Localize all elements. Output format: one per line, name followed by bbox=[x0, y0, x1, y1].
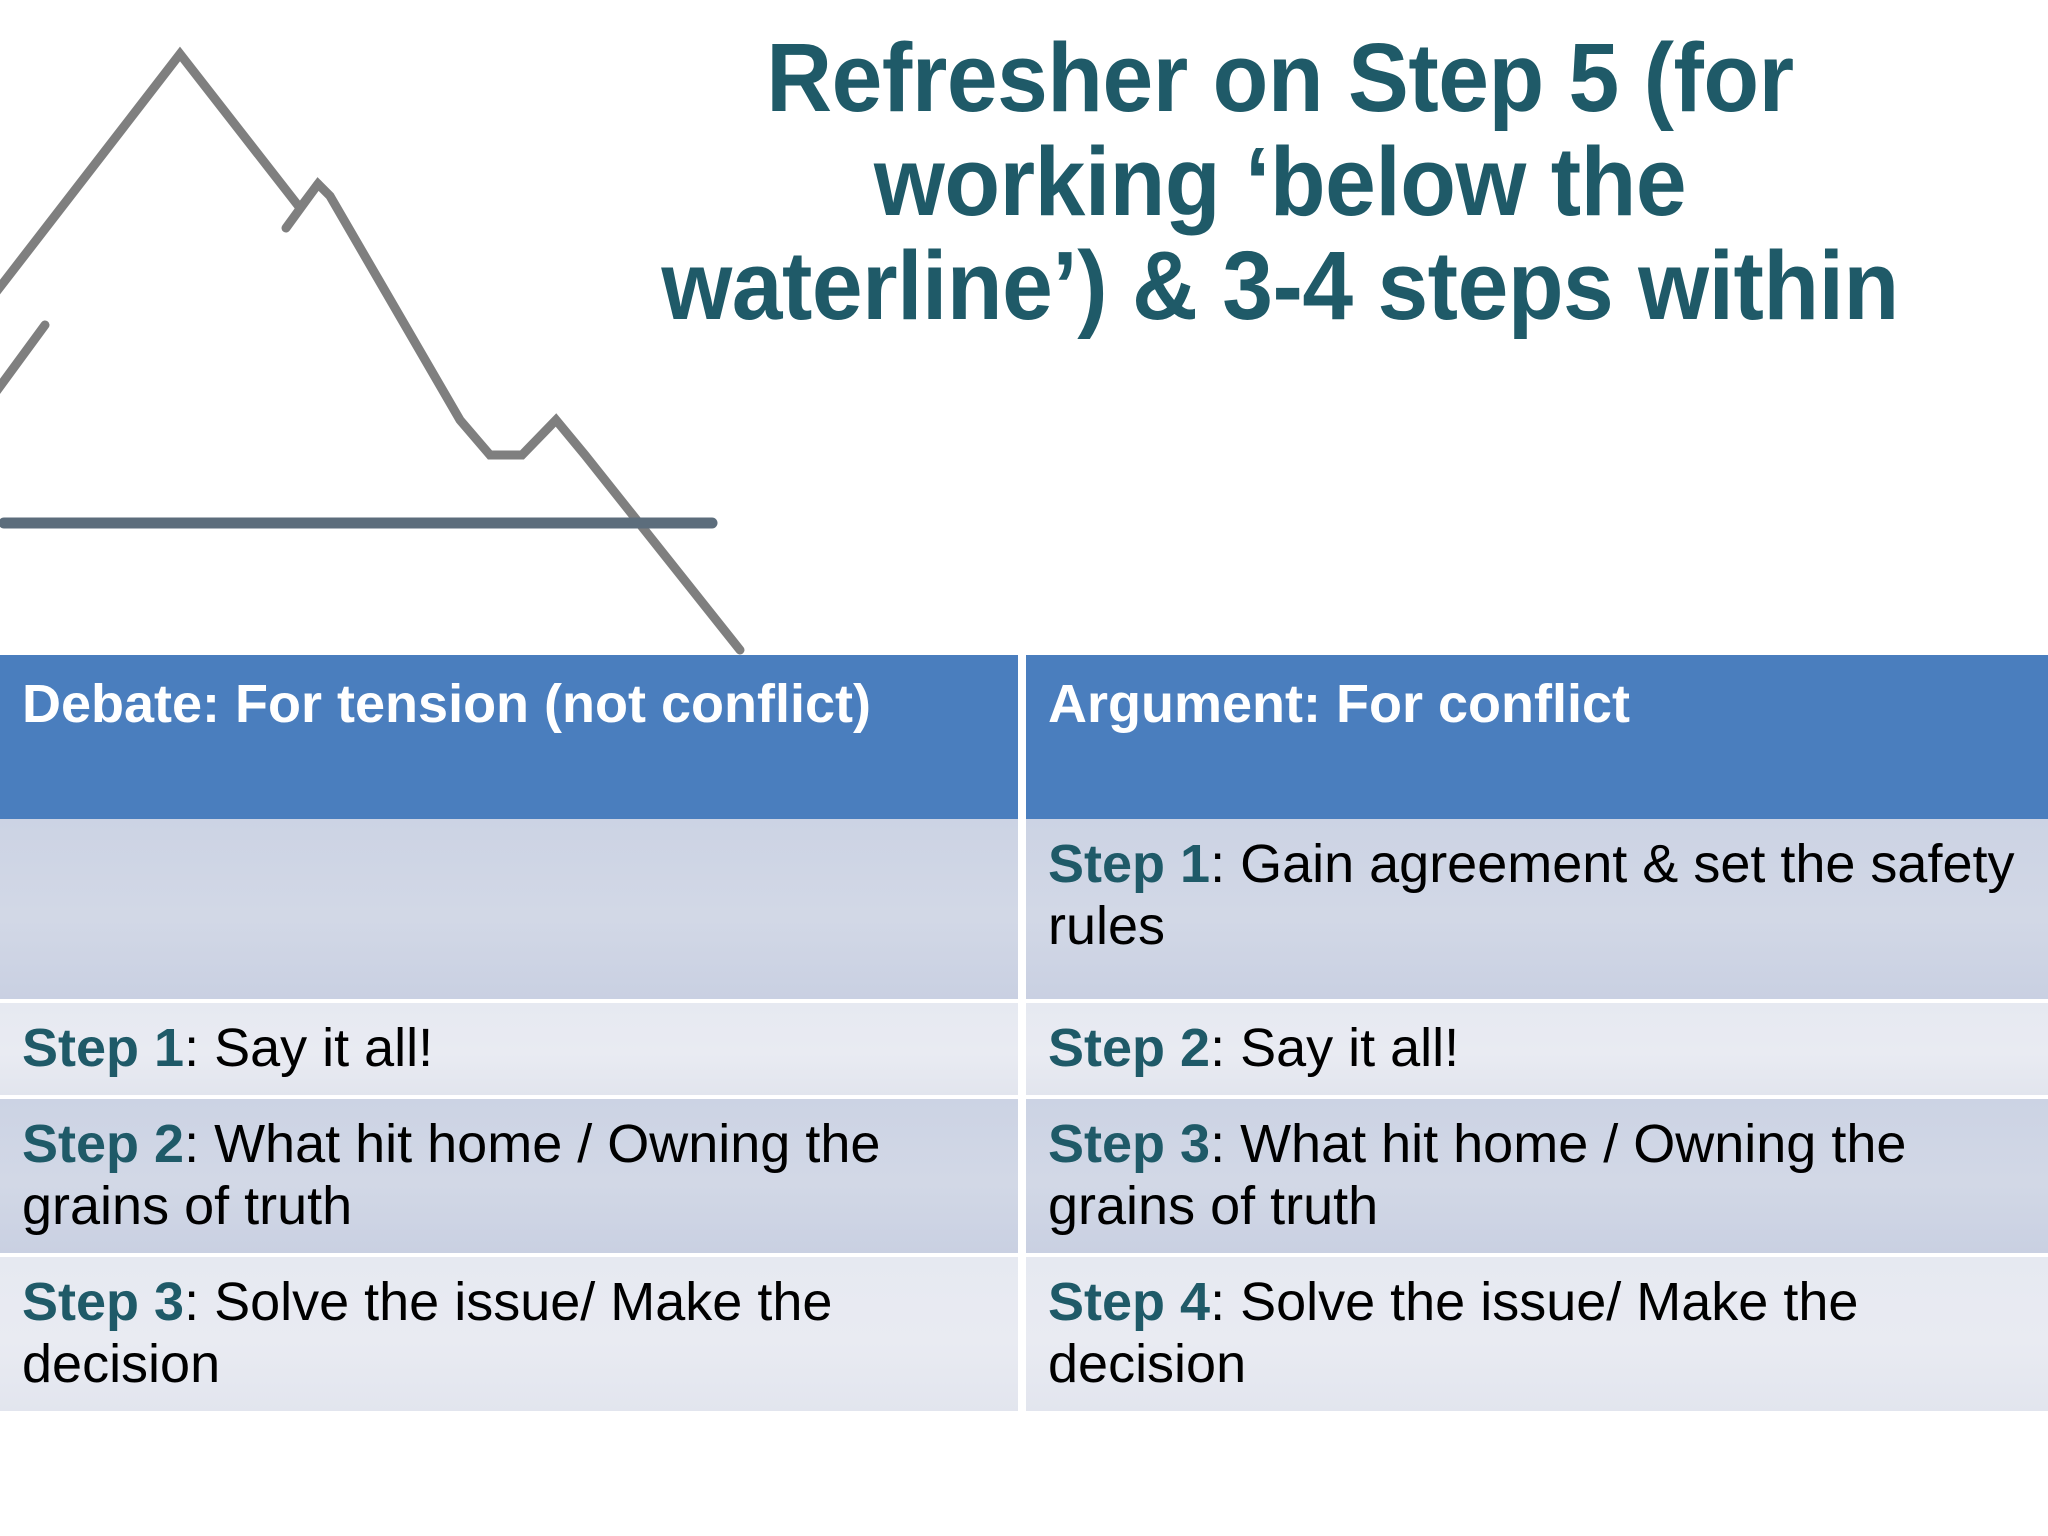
step-label: Step 4 bbox=[1048, 1272, 1211, 1333]
step-label: Step 1 bbox=[1048, 834, 1211, 894]
mountain-notch-icon bbox=[281, 179, 323, 233]
column-divider bbox=[1018, 819, 1026, 1003]
step-label: Step 3 bbox=[1048, 1114, 1211, 1175]
mountain-outline-icon bbox=[0, 46, 745, 655]
step-label: Step 2 bbox=[22, 1114, 185, 1175]
table-row: Step 3: Solve the issue/ Make the decisi… bbox=[0, 1257, 2048, 1412]
cell-debate-row-4: Step 3: Solve the issue/ Make the decisi… bbox=[0, 1257, 1018, 1412]
step-label: Step 2 bbox=[1048, 1018, 1211, 1078]
column-header-argument: Argument: For conflict bbox=[1026, 655, 2048, 819]
cell-argument-row-1: Step 1: Gain agreement & set the safety … bbox=[1026, 819, 2048, 1003]
page-title: Refresher on Step 5 (for working ‘below … bbox=[661, 23, 1899, 340]
step-text: : Say it all! bbox=[1210, 1018, 1460, 1078]
column-header-debate: Debate: For tension (not conflict) bbox=[0, 655, 1018, 819]
cell-debate-row-3: Step 2: What hit home / Owning the grain… bbox=[0, 1099, 1018, 1258]
column-divider bbox=[1018, 655, 1026, 819]
step-text: : Solve the issue/ Make the decision bbox=[1048, 1272, 1859, 1395]
step-text: : What hit home / Owning the grains of t… bbox=[22, 1114, 881, 1237]
cell-debate-row-1 bbox=[0, 819, 1018, 1003]
step-text: : What hit home / Owning the grains of t… bbox=[1048, 1114, 1907, 1237]
steps-comparison-table: Debate: For tension (not conflict) Argum… bbox=[0, 655, 2048, 1412]
cell-argument-row-3: Step 3: What hit home / Owning the grain… bbox=[1026, 1099, 2048, 1258]
cell-argument-row-4: Step 4: Solve the issue/ Make the decisi… bbox=[1026, 1257, 2048, 1412]
step-text: : Solve the issue/ Make the decision bbox=[22, 1272, 833, 1395]
table-header-row: Debate: For tension (not conflict) Argum… bbox=[0, 655, 2048, 819]
column-divider bbox=[1018, 1003, 1026, 1100]
step-label: Step 3 bbox=[22, 1272, 185, 1333]
step-text: : Gain agreement & set the safety rules bbox=[1048, 834, 2015, 957]
cell-debate-row-2: Step 1: Say it all! bbox=[0, 1003, 1018, 1100]
table-row: Step 1: Say it all! Step 2: Say it all! bbox=[0, 1003, 2048, 1100]
mountain-foreground-ridge-icon bbox=[0, 320, 50, 394]
column-divider bbox=[1018, 1099, 1026, 1258]
cell-argument-row-2: Step 2: Say it all! bbox=[1026, 1003, 2048, 1100]
step-text: : Say it all! bbox=[184, 1018, 434, 1078]
table-row: Step 2: What hit home / Owning the grain… bbox=[0, 1099, 2048, 1258]
step-label: Step 1 bbox=[22, 1018, 185, 1078]
table-row: Step 1: Gain agreement & set the safety … bbox=[0, 819, 2048, 1003]
column-divider bbox=[1018, 1257, 1026, 1412]
